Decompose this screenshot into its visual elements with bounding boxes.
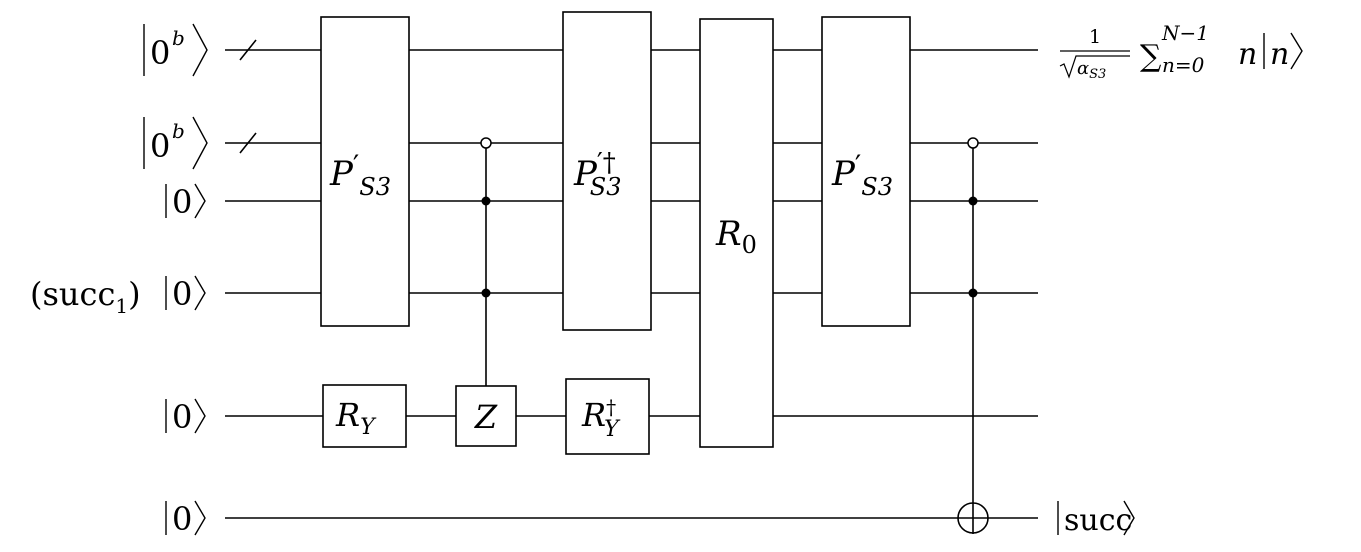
- svg-text:P′S3: P′S3: [831, 149, 893, 201]
- control-open-cnot: [967, 137, 979, 149]
- gate-ry-dagger: R†Y: [565, 378, 650, 455]
- register-slash-2: [239, 132, 257, 154]
- gate-ry: RY: [322, 384, 407, 448]
- svg-text:0: 0: [150, 34, 170, 72]
- svg-text:(succ1): (succ1): [30, 275, 141, 318]
- svg-text:n: n: [1270, 37, 1289, 72]
- input-labels: 0 b 0 b 0 (succ1) 0 0: [30, 23, 208, 538]
- controls: [480, 137, 989, 534]
- gate-p-s3-prime-dagger: P′†S3: [562, 11, 652, 331]
- svg-text:0: 0: [172, 275, 192, 313]
- gate-p-s3-prime-1: P′S3: [320, 16, 410, 327]
- register-slash-1: [239, 39, 257, 61]
- svg-text:1: 1: [1089, 26, 1101, 48]
- output-state-sum: 1 αS3 ∑ N−1 n=0 n n: [1059, 21, 1303, 82]
- gates: P′S3 RY Z P′†S3 R†Y: [320, 11, 911, 455]
- svg-text:∑: ∑: [1140, 39, 1162, 74]
- gate-z: Z: [455, 385, 517, 447]
- input-ket-0b-2: 0 b: [143, 116, 208, 170]
- output-ket-succ: succ: [1057, 500, 1135, 538]
- input-ket-0-3: 0: [165, 183, 206, 221]
- svg-text:N−1: N−1: [1161, 21, 1209, 45]
- control-dot-cnot-2: [968, 288, 978, 298]
- control-dot-z-1: [481, 196, 491, 206]
- svg-text:succ: succ: [1064, 503, 1132, 538]
- svg-text:R†Y: R†Y: [581, 395, 621, 442]
- svg-text:P′†S3: P′†S3: [573, 148, 622, 201]
- svg-text:n=0: n=0: [1162, 53, 1205, 77]
- svg-text:RY: RY: [335, 396, 377, 440]
- cnot-target-icon: [957, 502, 989, 534]
- control-dot-cnot-1: [968, 196, 978, 206]
- gate-r0: R0: [699, 18, 774, 448]
- svg-text:0: 0: [172, 398, 192, 436]
- input-ket-0b-1: 0 b: [143, 23, 208, 77]
- svg-text:b: b: [172, 119, 185, 143]
- svg-text:b: b: [172, 26, 185, 50]
- input-ket-0-6: 0: [165, 500, 206, 538]
- svg-text:0: 0: [150, 127, 170, 165]
- input-ket-0-5: 0: [165, 398, 206, 436]
- svg-text:R0: R0: [715, 214, 757, 259]
- svg-text:Z: Z: [474, 398, 498, 436]
- output-labels: 1 αS3 ∑ N−1 n=0 n n succ: [1057, 21, 1303, 538]
- svg-text:n: n: [1238, 37, 1257, 72]
- svg-text:0: 0: [172, 183, 192, 221]
- svg-text:αS3: αS3: [1077, 58, 1106, 82]
- control-open-z: [480, 137, 492, 149]
- input-ket-0-succ1: (succ1) 0: [30, 275, 206, 318]
- svg-text:0: 0: [172, 500, 192, 538]
- gate-p-s3-prime-2: P′S3: [821, 16, 911, 327]
- control-dot-z-2: [481, 288, 491, 298]
- svg-text:P′S3: P′S3: [329, 149, 391, 201]
